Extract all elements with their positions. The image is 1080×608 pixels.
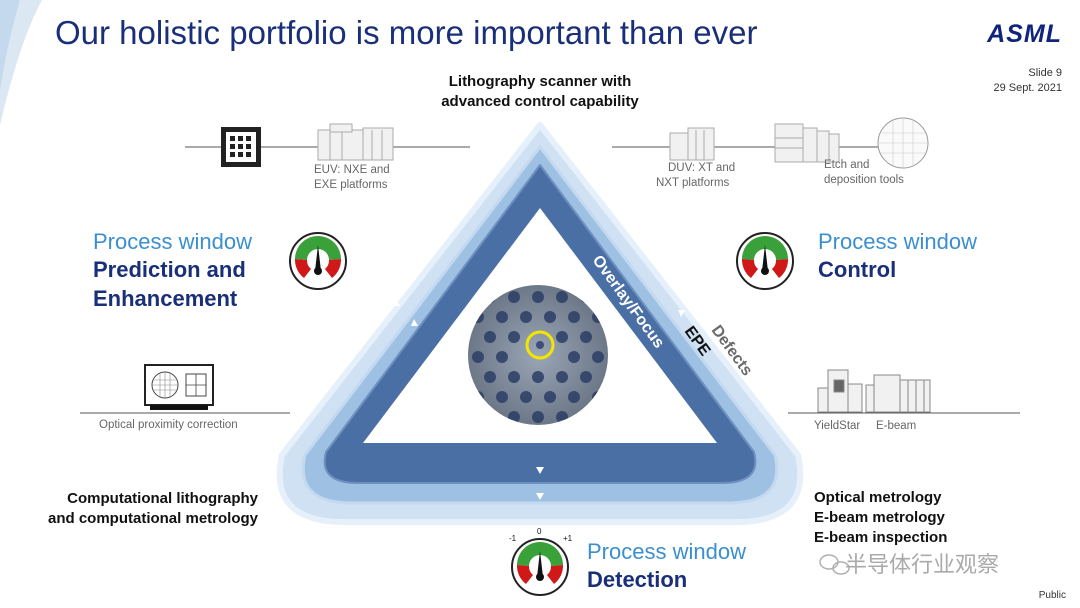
metrology-label: Optical metrology E-beam metrology E-bea… (814, 488, 947, 548)
gauge-prediction-icon (289, 232, 347, 290)
duv-machine-icon (669, 127, 715, 161)
computational-label: Computational lithography and computatio… (22, 489, 258, 529)
arrow-left-1 (393, 299, 400, 306)
gauge-tick-plus: +1 (563, 534, 573, 543)
ebeam-label: E-beam (876, 420, 917, 432)
pw-detection-bold: Detection (587, 567, 688, 592)
slide-date: 29 Sept. 2021 (993, 82, 1062, 94)
metrology-label-line3: E-beam inspection (814, 529, 948, 546)
pw-prediction-bold1: Prediction and (93, 257, 246, 282)
gauge-tick-zero: 0 (537, 527, 542, 536)
pw-control-bold: Control (818, 257, 897, 282)
computational-label-line1: Computational lithography (67, 490, 258, 507)
classification-label: Public (1038, 590, 1066, 601)
metrology-label-line1: Optical metrology (814, 489, 942, 506)
pw-control-light: Process window (818, 229, 977, 254)
etch-tools-icon (774, 123, 840, 163)
wafer-icon (877, 117, 929, 169)
arrow-right-1 (678, 310, 685, 317)
scanner-label-line1: Lithography scanner with (448, 73, 632, 90)
watermark: 半导体行业观察 (813, 547, 999, 579)
process-window-detection: Process window Detection (587, 539, 746, 594)
pw-detection-light: Process window (587, 539, 746, 564)
etch-label-line2: deposition tools (824, 174, 904, 186)
euv-machine-icon (317, 123, 394, 161)
process-window-control: Process window Control (818, 229, 977, 284)
pw-prediction-light: Process window (93, 229, 252, 254)
slide-title: Our holistic portfolio is more important… (55, 14, 758, 51)
arrow-left-2 (411, 319, 418, 326)
scanner-label-line2: advanced control capability (441, 93, 639, 110)
ebeam-tool-icon (865, 374, 931, 413)
opc-computer-icon (144, 364, 214, 410)
etch-label: Etch and deposition tools (824, 158, 904, 188)
metrology-label-line2: E-beam metrology (814, 509, 945, 526)
duv-label: DUV: XT and NXT platforms (656, 161, 735, 191)
wafer-image (468, 285, 608, 425)
euv-label: EUV: NXE and EXE platforms (314, 163, 390, 193)
duv-label-line2: NXT platforms (656, 177, 730, 189)
yieldstar-label: YieldStar (814, 420, 861, 432)
etch-label-line1: Etch and (824, 159, 870, 171)
scanner-label: Lithography scanner with advanced contro… (380, 72, 700, 112)
chip-icon (221, 127, 261, 167)
computational-label-line2: and computational metrology (47, 510, 258, 527)
arrow-bottom-1 (536, 467, 544, 474)
euv-label-line1: EUV: NXE and (314, 164, 390, 176)
duv-label-line1: DUV: XT and (668, 162, 736, 174)
watermark-text: 半导体行业观察 (845, 552, 1000, 577)
yieldstar-tool-icon (817, 369, 863, 413)
asml-logo: ASML (987, 20, 1062, 48)
gauge-control-icon (736, 232, 794, 290)
euv-label-line2: EXE platforms (314, 179, 388, 191)
slide-number: Slide 9 (1028, 67, 1062, 79)
wechat-icon (819, 554, 850, 575)
arrow-bottom-2 (536, 493, 544, 500)
corner-swoosh (0, 0, 42, 125)
process-window-prediction: Process window Prediction and Enhancemen… (93, 229, 252, 313)
gauge-detection-icon (511, 538, 569, 596)
pw-prediction-bold2: Enhancement (93, 286, 238, 311)
opc-label: Optical proximity correction (99, 419, 238, 431)
gauge-tick-minus: -1 (509, 534, 517, 543)
